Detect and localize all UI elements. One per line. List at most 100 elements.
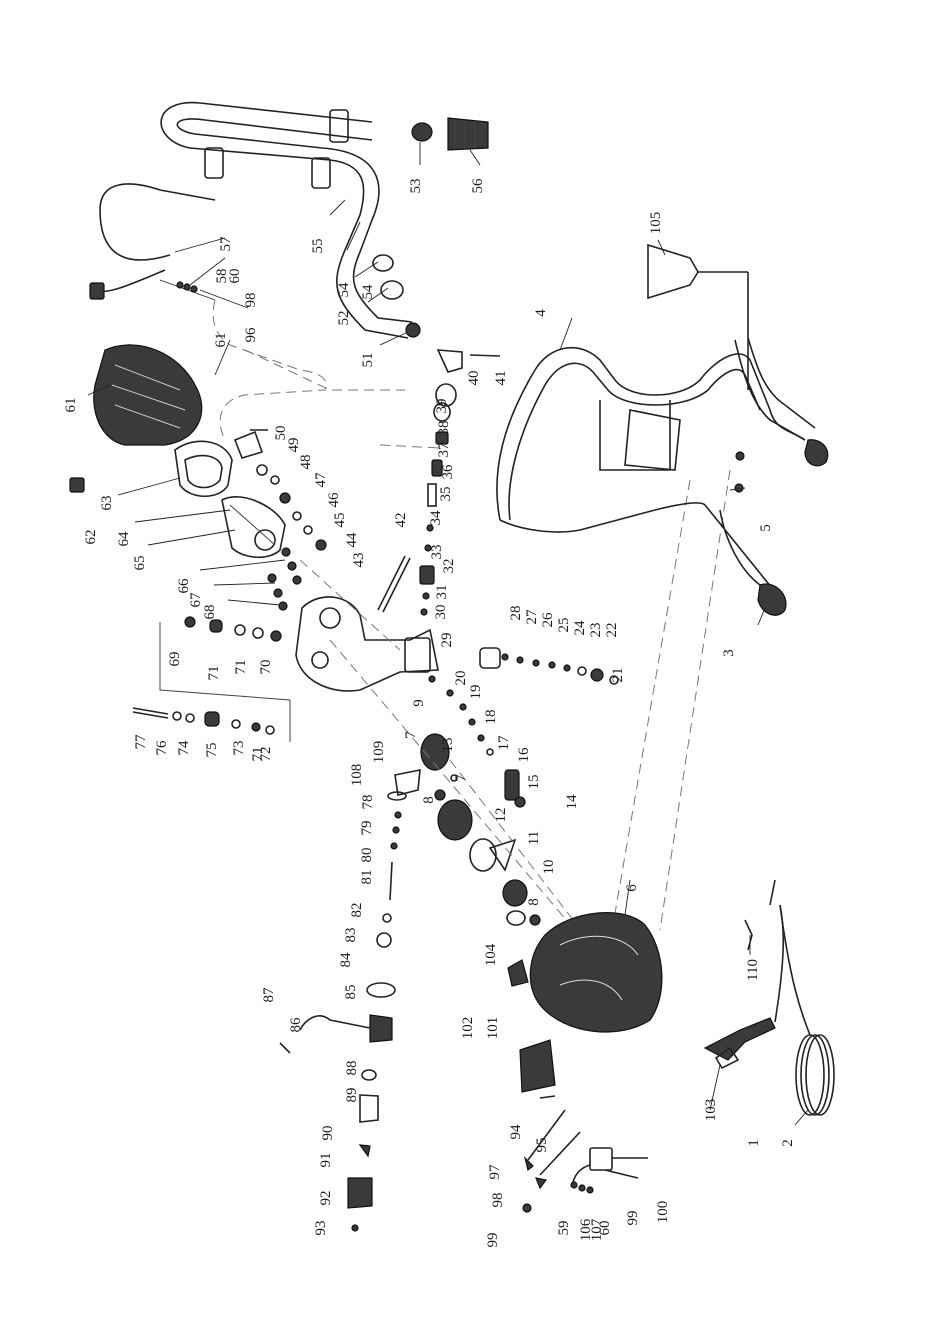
part-label: 50 <box>273 426 289 441</box>
part-label: 39 <box>434 399 450 414</box>
motor-cover-63 <box>93 344 203 446</box>
part-label: 43 <box>351 553 367 568</box>
part-label: 108 <box>349 764 365 787</box>
part-label: 54 <box>336 282 352 298</box>
part-label: 72 <box>258 747 274 762</box>
part-label: 14 <box>564 794 580 810</box>
pump-housing <box>295 596 439 692</box>
part-label: 47 <box>313 472 329 488</box>
tube-nut-53 <box>405 322 421 338</box>
part-label: 109 <box>371 741 387 764</box>
part-label: 100 <box>655 1201 671 1224</box>
part-label: 91 <box>318 1153 334 1168</box>
part-label: 25 <box>556 618 572 633</box>
part-label: 111 <box>0 0 4 11</box>
part-label: 55 <box>310 239 326 254</box>
routing-line-3 <box>379 444 441 449</box>
inlet-nut-54-upper <box>411 122 433 142</box>
part-label: 3 <box>721 649 737 657</box>
part-label: 34 <box>428 510 444 526</box>
motor-67 <box>221 496 286 559</box>
part-label: 2 <box>780 1139 796 1147</box>
part-label: 92 <box>318 1191 334 1206</box>
part-label: 61 <box>63 398 79 413</box>
part-label: 33 <box>429 545 445 560</box>
part-label: 64 <box>116 531 132 547</box>
part-label: 11 <box>526 831 542 845</box>
part-label: 40 <box>466 371 482 386</box>
part-label: 27 <box>524 609 540 625</box>
part-label: 56 <box>470 178 486 194</box>
part-label: 22 <box>604 623 620 638</box>
power-cord-assembly <box>89 183 216 301</box>
part-label: 42 <box>393 513 409 528</box>
cover-screw-64 <box>69 477 85 493</box>
part-label: 19 <box>468 685 484 700</box>
part-label: 93 <box>313 1221 329 1236</box>
cart-foot-right <box>804 439 829 467</box>
part-label: 37 <box>436 442 452 458</box>
part-label: 107 <box>589 1218 605 1241</box>
inlet-strainer-58 <box>447 117 489 151</box>
part-label: 99 <box>485 1233 501 1248</box>
part-label: 15 <box>526 775 542 790</box>
part-label: 81 <box>359 870 375 885</box>
tube-clamp-left <box>204 147 224 179</box>
cart-foot-3 <box>757 583 787 616</box>
part-label: 71 <box>206 666 222 681</box>
part-label: 45 <box>332 513 348 528</box>
front-shroud-6 <box>529 912 663 1033</box>
part-label: 28 <box>508 606 524 621</box>
part-label: 23 <box>588 623 604 638</box>
part-label: 48 <box>298 455 314 470</box>
prime-valve-lever-111 <box>394 769 421 796</box>
part-label: 63 <box>99 496 115 511</box>
part-label: 51 <box>360 353 376 368</box>
part-label: 77 <box>133 734 149 750</box>
part-label: 62 <box>83 530 99 545</box>
part-label: 31 <box>434 585 450 600</box>
valve-stack <box>479 647 619 685</box>
part-label: 104 <box>483 943 499 966</box>
part-label: 4 <box>533 309 549 317</box>
part-label: 52 <box>336 311 352 326</box>
part-label: 13 <box>440 738 456 753</box>
outlet-column <box>419 349 501 616</box>
part-label: 103 <box>703 1099 719 1122</box>
part-label: 21 <box>610 668 626 683</box>
part-label: 102 <box>460 1017 476 1040</box>
part-label: 24 <box>572 620 588 636</box>
part-label: 98 <box>243 293 259 308</box>
part-label: 9 <box>411 699 427 707</box>
part-label: 90 <box>320 1126 336 1141</box>
inlet-strainer-group <box>411 117 489 151</box>
part-label: 71 <box>233 660 249 675</box>
leader-lines <box>87 142 809 1126</box>
part-label: 60 <box>597 1221 613 1236</box>
part-label: 71 <box>250 747 266 762</box>
routing-line-4 <box>299 559 401 651</box>
tube-clamp-top <box>329 109 349 143</box>
part-label: 88 <box>344 1061 360 1076</box>
part-label: 58 <box>214 269 230 284</box>
part-label: 53 <box>408 179 424 194</box>
part-label: 110 <box>745 959 761 981</box>
control-electrics <box>506 910 648 1213</box>
part-label: 30 <box>433 605 449 620</box>
part-label: 5 <box>758 524 774 532</box>
part-label: 94 <box>508 1124 524 1140</box>
part-label: 112 <box>0 0 4 11</box>
part-label: 10 <box>541 860 557 875</box>
pump-column <box>420 675 541 926</box>
part-label: 1 <box>746 1139 762 1147</box>
cart-frame-4 <box>496 337 816 599</box>
part-label: 83 <box>343 928 359 943</box>
part-label: 7 <box>403 731 419 739</box>
part-label: 44 <box>344 532 360 548</box>
frame-bolt-5b <box>735 451 745 461</box>
part-label: 68 <box>202 605 218 620</box>
part-label: 76 <box>154 740 170 756</box>
tube-fitting-55 <box>372 254 394 272</box>
part-label: 60 <box>227 269 243 284</box>
